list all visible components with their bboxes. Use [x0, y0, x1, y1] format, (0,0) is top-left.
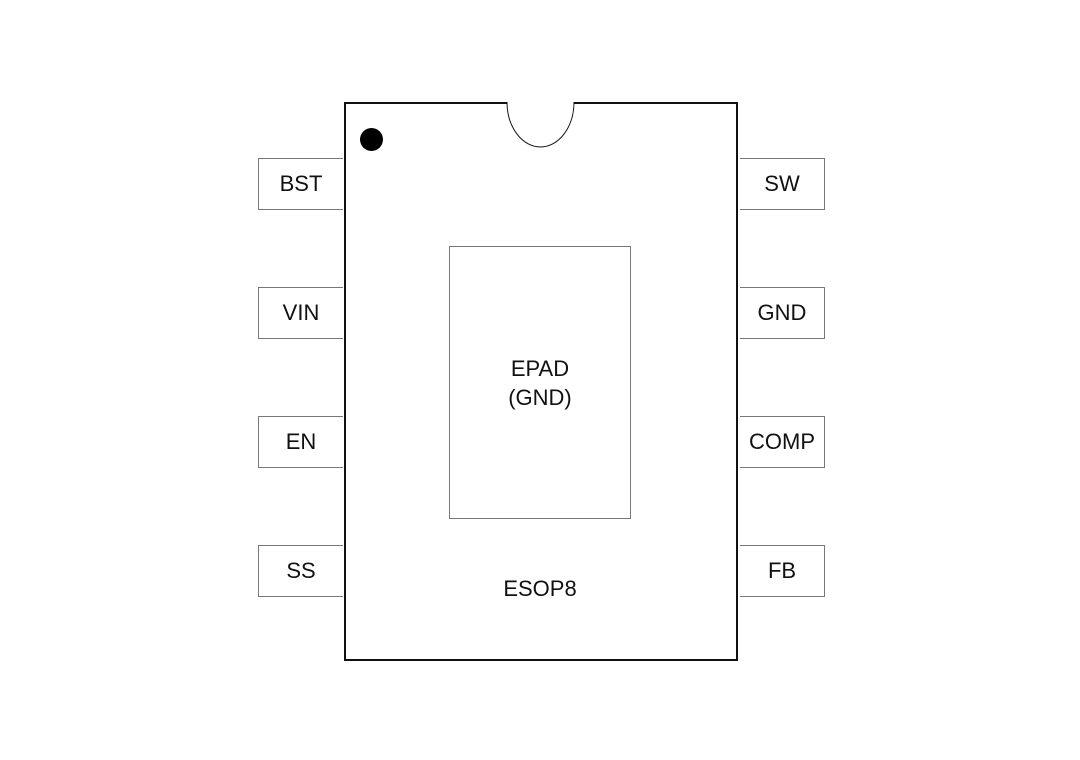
- pin-label: VIN: [282, 300, 320, 325]
- pin-label: SW: [764, 171, 800, 196]
- pin-fb: FB: [740, 545, 825, 597]
- pin-ss: SS: [258, 545, 343, 597]
- epad-label-line2: (GND): [508, 384, 572, 410]
- pin-comp: COMP: [740, 416, 825, 468]
- package-name: ESOP8: [503, 576, 577, 601]
- pin-vin: VIN: [258, 287, 343, 339]
- pin-label: GND: [757, 300, 807, 325]
- pin1-marker-dot: [360, 128, 383, 151]
- pin-label: COMP: [749, 429, 815, 454]
- pin-bst: BST: [258, 158, 343, 210]
- exposed-pad: EPAD (GND): [449, 246, 631, 519]
- epad-label-line1: EPAD: [510, 355, 570, 381]
- pin-label: SS: [286, 558, 316, 583]
- pin-label: EN: [285, 429, 317, 454]
- pin-label: FB: [767, 558, 797, 583]
- orientation-notch: [506, 102, 575, 148]
- pin-en: EN: [258, 416, 343, 468]
- chip-body: [344, 102, 738, 661]
- pin-gnd: GND: [740, 287, 825, 339]
- pin-label: BST: [279, 171, 323, 196]
- epad-label: EPAD (GND): [508, 354, 572, 412]
- pin-sw: SW: [740, 158, 825, 210]
